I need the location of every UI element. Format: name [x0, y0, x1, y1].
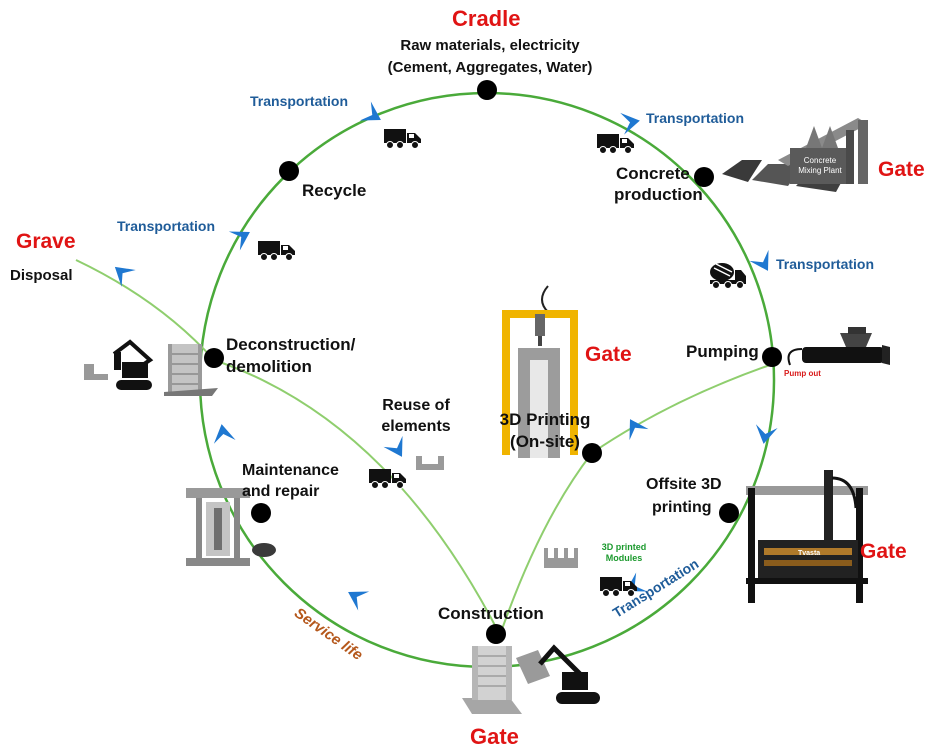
grave-title: Grave — [16, 230, 76, 253]
node-concrete-production — [694, 167, 714, 187]
cradle-desc-2: (Cement, Aggregates, Water) — [387, 59, 593, 76]
pump-out-label: Pump out — [784, 369, 821, 378]
printer-brand-label: Tvasta — [798, 550, 821, 557]
node-maintenance — [251, 503, 271, 523]
offsite-printer-icon — [746, 470, 868, 603]
cradle-desc-1: Raw materials, electricity — [400, 37, 580, 54]
stage-deconstruction-1: Deconstruction/ — [226, 335, 356, 354]
arrow-icon — [752, 424, 778, 446]
excavator-icon — [516, 644, 600, 704]
arrow-icon — [210, 422, 236, 444]
building-icon — [164, 344, 218, 396]
mixing-plant-label-2: Mixing Plant — [798, 166, 842, 175]
gate-construction: Gate — [470, 724, 519, 749]
arrow-icon — [107, 258, 136, 287]
node-onsite-printing — [582, 443, 602, 463]
stage-maintenance-2: and repair — [242, 483, 320, 500]
transport-label-left: Transportation — [117, 218, 216, 234]
stage-pumping: Pumping — [686, 342, 759, 361]
stage-concrete-production-2: production — [614, 185, 703, 204]
module-blocks-icon — [544, 548, 578, 568]
stage-reuse-2: elements — [381, 418, 451, 435]
mixing-plant-label-1: Concrete — [803, 156, 837, 165]
gate-offsite: Gate — [860, 540, 907, 563]
stage-maintenance-1: Maintenance — [242, 462, 339, 479]
node-deconstruction — [204, 348, 224, 368]
pump-icon — [787, 327, 890, 366]
gate-onsite-printing: Gate — [585, 343, 632, 366]
arrow-icon — [383, 435, 412, 463]
reuse-line — [213, 359, 501, 636]
repair-machine-icon — [186, 488, 276, 566]
mixer-truck-icon — [710, 263, 746, 289]
gantry-printer-icon — [502, 285, 578, 458]
arrow-icon — [359, 101, 387, 130]
truck-icon — [383, 128, 422, 149]
pump-to-onsite-line — [591, 364, 771, 454]
node-pumping — [762, 347, 782, 367]
modules-label-2: Modules — [605, 553, 643, 563]
transport-label-top-right: Transportation — [646, 110, 745, 126]
stage-onsite-printing-2: (On-site) — [510, 432, 580, 451]
stage-reuse-1: Reuse of — [382, 397, 450, 414]
truck-icon — [596, 133, 635, 154]
node-offsite-printing — [719, 503, 739, 523]
stage-offsite-printing-2: printing — [652, 499, 712, 516]
reuse-element-icon — [416, 456, 444, 470]
node-cradle — [477, 80, 497, 100]
stage-onsite-printing-1: 3D Printing — [499, 410, 591, 429]
transport-label-right: Transportation — [776, 256, 875, 272]
truck-icon — [368, 468, 407, 489]
modules-label-1: 3D printed — [601, 542, 647, 552]
node-recycle — [279, 161, 299, 181]
stage-construction: Construction — [438, 604, 544, 623]
cradle-title: Cradle — [452, 6, 521, 31]
transport-label-top-left: Transportation — [250, 93, 349, 109]
stage-concrete-production-1: Concrete — [616, 164, 690, 183]
stage-offsite-printing-1: Offsite 3D — [646, 476, 722, 493]
disposal-label: Disposal — [10, 267, 73, 284]
stage-deconstruction-2: demolition — [226, 357, 312, 376]
arrow-icon — [620, 413, 649, 441]
stage-recycle: Recycle — [302, 181, 367, 200]
arrow-icon — [342, 582, 370, 611]
truck-icon — [257, 240, 296, 261]
mixing-plant-icon — [722, 118, 868, 192]
excavator-icon — [84, 339, 154, 390]
node-construction — [486, 624, 506, 644]
offsite-link-line — [499, 452, 593, 636]
building-icon — [462, 646, 522, 714]
gate-concrete: Gate — [878, 158, 925, 181]
